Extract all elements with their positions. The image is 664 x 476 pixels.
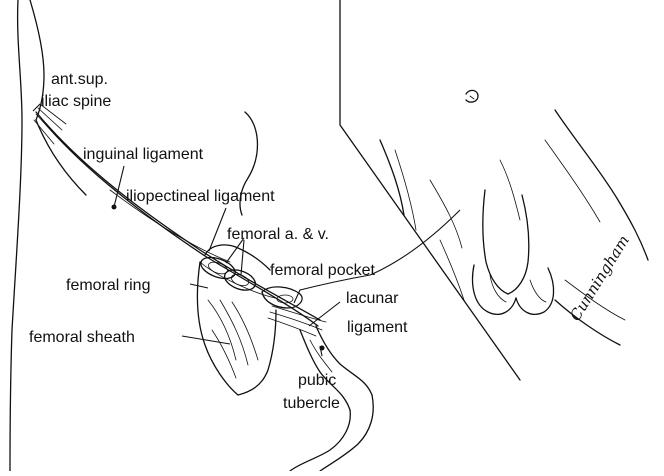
artist-signature: Cunningham: [566, 232, 633, 324]
label-iliac-spine: iliac spine: [41, 93, 111, 110]
label-pubic: pubic: [298, 372, 336, 389]
label-tubercle: tubercle: [283, 395, 340, 412]
label-femoral-a-v: femoral a. & v.: [227, 226, 329, 243]
label-ligament: ligament: [347, 319, 408, 336]
labels: ant.sup. iliac spine inguinal ligament i…: [29, 71, 408, 412]
label-femoral-sheath: femoral sheath: [29, 329, 135, 346]
label-femoral-pocket: femoral pocket: [270, 262, 375, 279]
label-femoral-ring: femoral ring: [66, 277, 150, 294]
label-iliopectineal-ligament: iliopectineal ligament: [126, 188, 275, 205]
label-inguinal-ligament: inguinal ligament: [83, 146, 204, 163]
label-lacunar: lacunar: [346, 290, 399, 307]
label-ant-sup: ant.sup.: [51, 71, 108, 88]
